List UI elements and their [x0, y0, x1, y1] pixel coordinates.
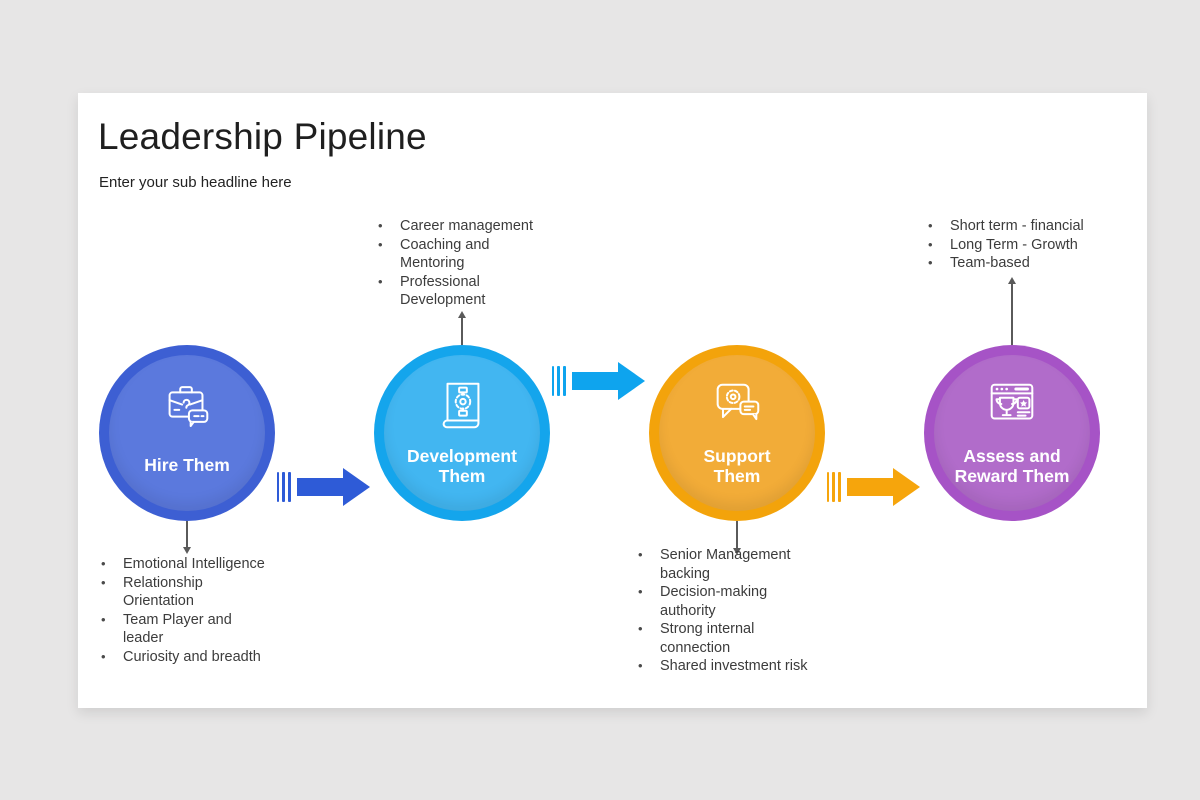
page-title: Leadership Pipeline [98, 116, 427, 157]
list-item: •Strong internal connection [638, 621, 755, 656]
stage-label-support: Support Them [703, 446, 771, 486]
stage-node-hire: Hire Them [99, 345, 275, 521]
bullet-dot: • [928, 218, 933, 233]
flow-arrow-support-to-assess [827, 468, 920, 506]
bullet-dot: • [928, 236, 933, 252]
bullet-dot: • [101, 574, 106, 590]
list-item: •Professional Development [378, 273, 486, 309]
page-subtitle: Enter your sub headline here [99, 174, 292, 191]
stage-node-development: Development Them [374, 345, 550, 521]
stage-node-support: Support Them [649, 345, 825, 521]
list-item: •Team Player and leader [101, 611, 232, 647]
connector-line-hire [186, 521, 188, 548]
scroll-gear-icon [433, 376, 491, 434]
list-item: •Coaching and Mentoring [378, 236, 490, 272]
stage-node-hire-surface: Hire Them [109, 355, 265, 511]
bullet-dot: • [928, 255, 933, 270]
bullet-list-development: •Career management •Coaching and Mentori… [378, 217, 553, 310]
bullet-dot: • [638, 584, 643, 599]
list-item: •Curiosity and breadth [101, 648, 261, 665]
bullet-dot: • [378, 236, 383, 252]
bullet-dot: • [101, 611, 106, 627]
list-item: •Career management [378, 218, 533, 234]
bullet-list-support: •Senior Management backing •Decision-mak… [638, 546, 823, 676]
stage-label-hire: Hire Them [144, 455, 230, 475]
flow-arrow-development-to-support [552, 362, 645, 400]
stage-node-support-surface: Support Them [659, 355, 815, 511]
list-item: •Team-based [928, 255, 1030, 271]
connector-line-development [461, 317, 463, 346]
list-item: •Long Term - Growth [928, 236, 1078, 253]
bullet-dot: • [638, 658, 643, 673]
chat-gear-icon [708, 376, 766, 434]
bullet-dot: • [101, 648, 106, 664]
bullet-dot: • [638, 621, 643, 636]
bullet-dot: • [638, 547, 643, 562]
stage-node-assess-surface: Assess and Reward Them [934, 355, 1090, 511]
list-item: •Decision-making authority [638, 584, 768, 619]
bullet-dot: • [378, 218, 383, 233]
connector-arrowhead-assess [1007, 277, 1016, 284]
connector-line-support [736, 521, 738, 549]
list-item: •Shared investment risk [638, 658, 808, 674]
stage-node-assess: Assess and Reward Them [924, 345, 1100, 521]
connector-arrowhead-development [457, 311, 466, 318]
bullet-list-hire: •Emotional Intelligence •Relationship Or… [101, 555, 281, 666]
bullet-list-assess: •Short term - financial •Long Term - Gro… [928, 217, 1108, 273]
flow-arrow-hire-to-development [277, 468, 370, 506]
briefcase-chat-icon [158, 376, 216, 434]
list-item: •Relationship Orientation [101, 574, 203, 610]
list-item: •Emotional Intelligence [101, 556, 265, 572]
stage-label-assess: Assess and Reward Them [954, 446, 1070, 486]
reward-screen-icon [983, 376, 1041, 434]
connector-arrowhead-support [732, 548, 741, 555]
list-item: •Short term - financial [928, 218, 1084, 234]
bullet-dot: • [101, 556, 106, 571]
connector-line-assess [1011, 283, 1013, 346]
list-item: •Senior Management backing [638, 547, 791, 582]
stage-node-development-surface: Development Them [384, 355, 540, 511]
stage-label-development: Development Them [407, 446, 517, 486]
bullet-dot: • [378, 273, 383, 289]
connector-arrowhead-hire [182, 547, 191, 554]
